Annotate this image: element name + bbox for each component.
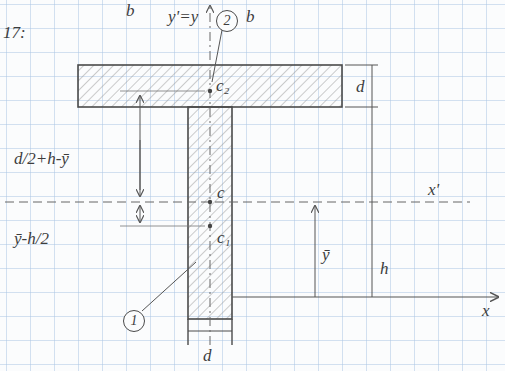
exercise-number: 17: — [3, 24, 26, 41]
centroid-label: c₁ — [217, 229, 230, 246]
dimension-label: d/2+h-ȳ — [14, 150, 69, 167]
callout-circle: 2 — [216, 10, 238, 32]
callout-number: 1 — [131, 314, 138, 328]
centroid-label: c — [217, 184, 225, 201]
axis-label: x' — [428, 181, 439, 198]
width-label: b — [126, 2, 135, 19]
callout-number: 2 — [224, 14, 231, 28]
dimension-label: d — [203, 347, 212, 364]
dimension-label: ȳ-h/2 — [14, 230, 49, 247]
centroid-label: c₂ — [216, 77, 229, 94]
dimension-label: h — [380, 260, 389, 277]
dimension-label: ȳ — [322, 246, 330, 263]
axis-label: y'=y — [168, 8, 198, 25]
width-label: b — [246, 8, 255, 25]
axis-label: x — [482, 302, 490, 319]
dimension-label: d — [356, 78, 365, 95]
callout-circle: 1 — [123, 310, 145, 332]
